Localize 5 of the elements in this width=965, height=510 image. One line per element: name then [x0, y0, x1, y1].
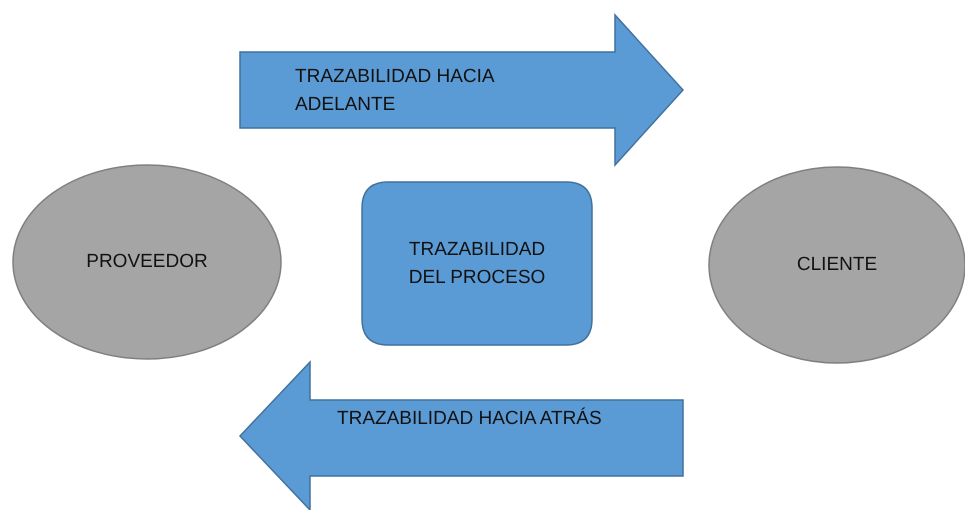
- shape-label: CLIENTE: [796, 253, 878, 277]
- shape-label: TRAZABILIDAD HACIA ATRÁS: [337, 406, 603, 431]
- shape-label: TRAZABILIDAD DEL PROCESO: [408, 238, 546, 290]
- shape-label: TRAZABILIDAD HACIA ADELANTE: [295, 65, 496, 117]
- shape-label: PROVEEDOR: [85, 250, 209, 274]
